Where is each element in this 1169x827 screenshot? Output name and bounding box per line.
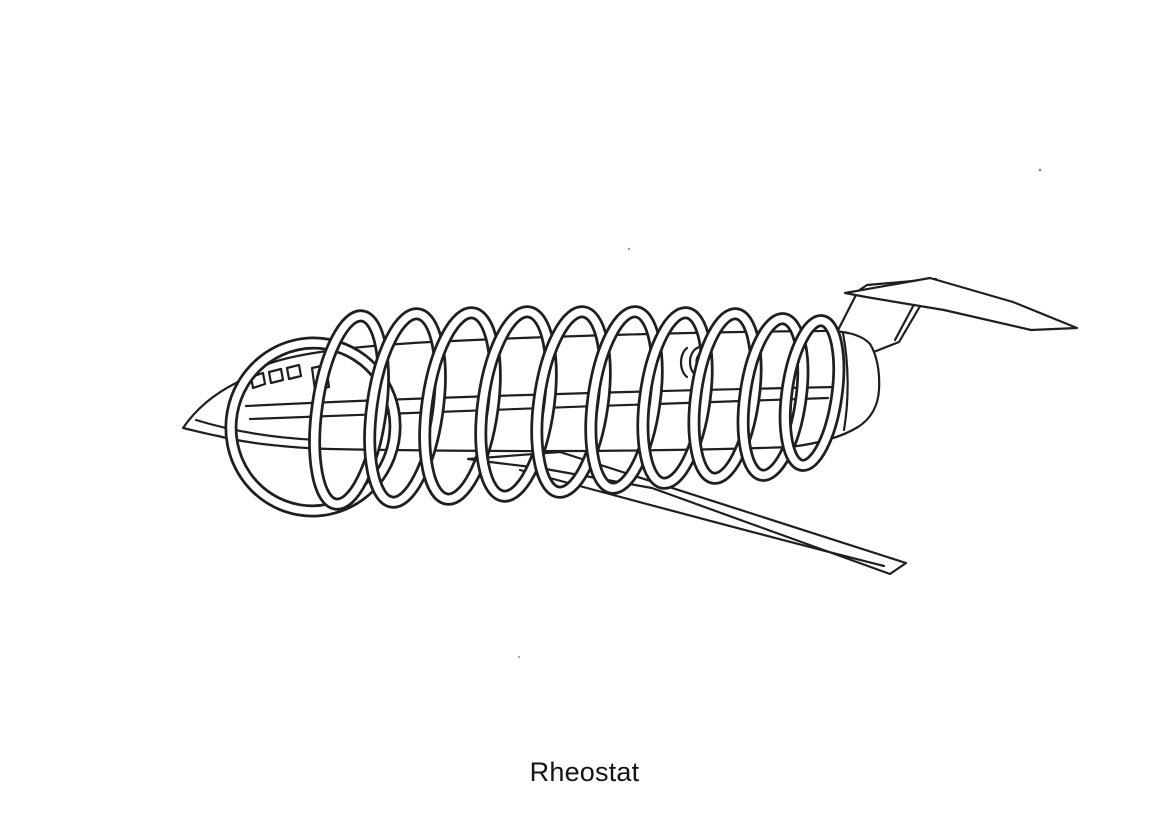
coil-turn <box>636 306 714 490</box>
coil-tube-fill <box>310 312 388 508</box>
coil-tube-fill <box>781 316 843 470</box>
coil-turn <box>736 312 810 482</box>
engine-intake-lip <box>679 346 689 379</box>
coil-turn <box>530 305 612 499</box>
coil-tube-fill <box>690 309 760 483</box>
horizontal-stabilizer <box>843 276 1079 332</box>
coil-tube-fill <box>533 308 609 496</box>
coil-turn <box>308 309 390 511</box>
coil-turn <box>687 307 763 485</box>
coil-turn <box>778 314 846 472</box>
coil-turn <box>474 305 558 503</box>
ink-layer <box>181 276 1079 576</box>
nose-line <box>194 418 320 442</box>
coil-tube-fill <box>587 308 661 492</box>
coil-turn <box>363 307 447 509</box>
coil-tube-fill <box>639 308 711 488</box>
wing <box>466 450 908 576</box>
cockpit-windows <box>249 363 303 390</box>
coil <box>224 305 846 518</box>
coil-turn <box>418 306 502 506</box>
coil-turn <box>584 305 664 495</box>
paper-speck <box>1038 168 1042 172</box>
coil-tube-fill <box>365 310 445 506</box>
coil-tube-fill <box>477 308 555 500</box>
coil-tube-fill <box>421 309 499 503</box>
coil-tube-fill <box>739 314 807 480</box>
paper-speck <box>627 247 631 251</box>
paper-speck <box>517 655 521 659</box>
caption: Rheostat <box>529 757 640 787</box>
tailcone-joint-line <box>841 331 849 432</box>
